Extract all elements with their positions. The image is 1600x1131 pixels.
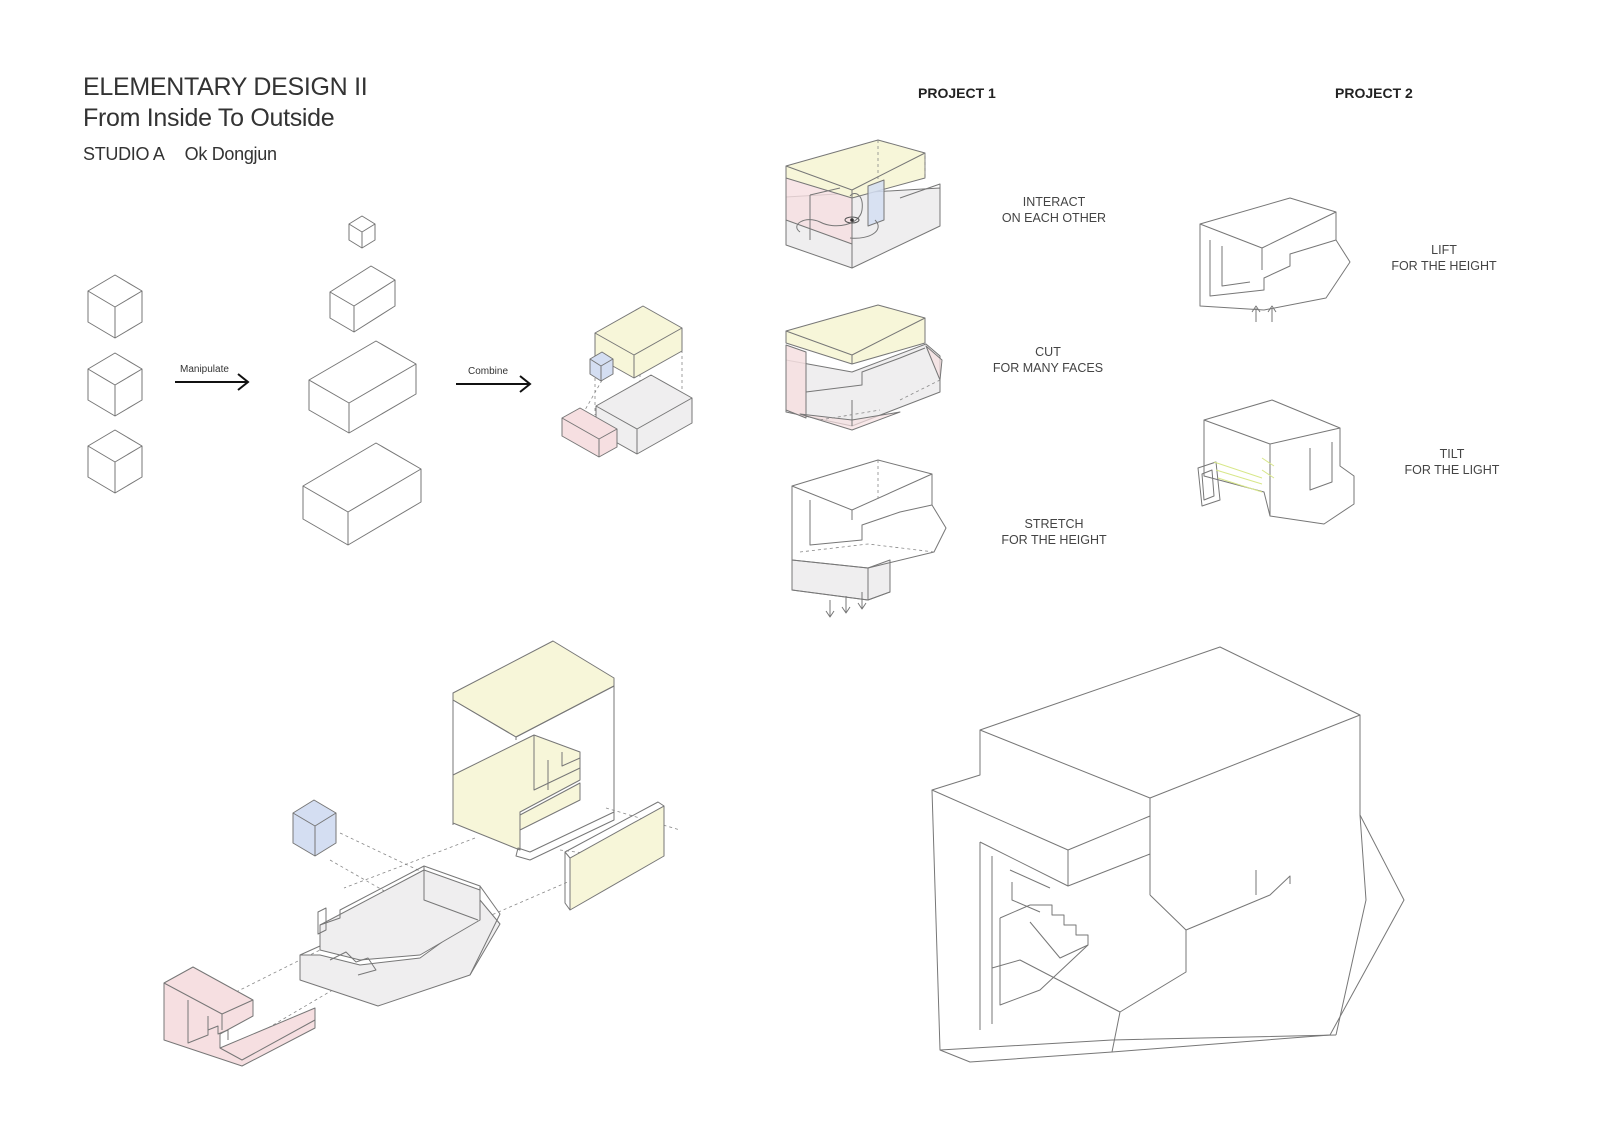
caption-line: FOR THE HEIGHT bbox=[1001, 532, 1107, 547]
page-subtitle: From Inside To Outside bbox=[83, 104, 335, 133]
roof-plate bbox=[452, 640, 615, 738]
studio-name: STUDIO A bbox=[83, 143, 165, 164]
caption-line: FOR THE HEIGHT bbox=[1391, 258, 1497, 273]
cube-1 bbox=[87, 274, 143, 339]
studio-line: STUDIO A Ok Dongjun bbox=[83, 143, 367, 166]
grey-lower-volume bbox=[299, 865, 501, 1007]
pink-stair-volume bbox=[163, 966, 316, 1067]
manipulated-volumes bbox=[302, 215, 422, 546]
caption-stretch: STRETCH FOR THE HEIGHT bbox=[969, 517, 1139, 548]
p2-tilt-diagram bbox=[1197, 399, 1355, 525]
caption-line: LIFT bbox=[1431, 243, 1457, 257]
title-block: ELEMENTARY DESIGN II From Inside To Outs… bbox=[83, 72, 368, 166]
cube-3 bbox=[87, 429, 143, 494]
p1-stretch-diagram bbox=[791, 459, 947, 618]
blue-volume bbox=[589, 351, 614, 382]
pink-volume bbox=[561, 407, 618, 458]
caption-line: FOR THE LIGHT bbox=[1404, 462, 1500, 477]
caption-tilt: TILT FOR THE LIGHT bbox=[1367, 447, 1537, 478]
source-cubes bbox=[87, 274, 143, 494]
manipulate-label: Manipulate bbox=[180, 364, 229, 375]
author-name: Ok Dongjun bbox=[184, 143, 277, 164]
p1-interact-diagram bbox=[785, 139, 941, 269]
mid-volume bbox=[308, 340, 417, 434]
p1-cut-diagram bbox=[785, 304, 943, 431]
project2-heading: PROJECT 2 bbox=[1335, 85, 1413, 101]
p2-lift-diagram bbox=[1199, 197, 1351, 322]
caption-cut: CUT FOR MANY FACES bbox=[963, 345, 1133, 376]
caption-lift: LIFT FOR THE HEIGHT bbox=[1359, 243, 1529, 274]
large-axonometric bbox=[931, 646, 1405, 1063]
bar-volume bbox=[329, 265, 396, 333]
combined-assembly bbox=[561, 305, 693, 458]
project1-heading: PROJECT 1 bbox=[918, 85, 996, 101]
caption-line: CUT bbox=[1035, 345, 1061, 359]
yellow-wall-panel bbox=[564, 801, 665, 911]
combine-arrow bbox=[456, 375, 532, 393]
caption-line: INTERACT bbox=[1022, 195, 1086, 209]
caption-line: STRETCH bbox=[1024, 517, 1084, 531]
caption-line: ON EACH OTHER bbox=[1001, 210, 1107, 225]
combine-label: Combine bbox=[468, 366, 509, 377]
large-volume bbox=[302, 442, 422, 546]
caption-line: TILT bbox=[1439, 447, 1465, 461]
upper-room bbox=[452, 734, 615, 861]
cube-2 bbox=[87, 352, 143, 417]
exploded-axonometric bbox=[163, 640, 681, 1067]
caption-line: FOR MANY FACES bbox=[992, 360, 1104, 375]
small-cube bbox=[348, 215, 376, 249]
manipulate-arrow bbox=[175, 373, 250, 391]
caption-interact: INTERACT ON EACH OTHER bbox=[969, 195, 1139, 226]
page-title: ELEMENTARY DESIGN II bbox=[83, 73, 368, 101]
blue-block bbox=[292, 799, 337, 857]
